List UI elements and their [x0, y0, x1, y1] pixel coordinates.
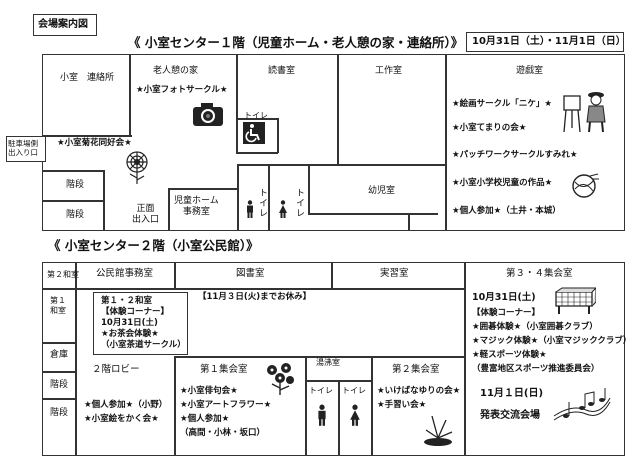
reading-room: 読書室: [268, 66, 296, 76]
storage-room: 倉庫: [50, 350, 69, 360]
washitsu-1: 第１ 和室: [50, 296, 66, 315]
toilet-2f-b: トイレ: [342, 386, 366, 395]
callout-line-5: （小室茶道サークル）: [101, 340, 186, 350]
children-office: 児童ホーム 事務室: [174, 196, 219, 217]
floor2-outline: [42, 262, 625, 456]
nov1-date: 11月１日(日): [480, 388, 544, 399]
hall34-event-5: ★軽スポーツ体験★: [472, 350, 547, 360]
hall-1: 第１集会室: [200, 364, 248, 375]
hall-2: 第２集会室: [392, 364, 440, 375]
practice-room: 実習室: [380, 268, 409, 279]
man-icon: [247, 200, 253, 218]
ikebana-icon: [424, 415, 453, 446]
hall34-event-4: ★マジック体験★（小室マジッククラブ）: [472, 336, 632, 346]
stairs-1f-a: 階段: [66, 180, 85, 190]
hall34-event-1: 10月31日(土): [472, 292, 536, 303]
dates-box: [466, 32, 624, 52]
library-closed-note: 【11月３日(火)までお休み】: [198, 292, 312, 302]
toilet-2f-a: トイレ: [309, 386, 333, 395]
elder-house: 老人憩の家: [153, 66, 199, 76]
hall2-event-1: ★いけばなゆりの会★: [377, 386, 461, 396]
hall2-event-2: ★手習い会★: [377, 400, 427, 410]
washitsu-callout: [93, 292, 188, 355]
toilet-1f-a: トイレ: [257, 188, 267, 218]
music-notes-icon: [553, 388, 611, 421]
play-event-3: ★パッチワークサークルすみれ★: [452, 150, 578, 160]
floor2-title: 《 小室センター２階（小室公民館）》: [48, 238, 259, 253]
camera-icon: [193, 103, 223, 126]
hall34-event-2: 【体験コーナー】: [472, 308, 541, 318]
hall1-event-2: ★小室アートフラワー★: [180, 400, 272, 410]
play-event-5: ★個人参加★（土井・本城）: [452, 206, 561, 216]
lobby-2f: ２階ロビー: [92, 364, 140, 375]
hall34-event-3: ★囲碁体験★（小室囲碁クラブ）: [472, 322, 598, 332]
callout-line-2: 【体験コーナー】: [101, 307, 170, 317]
parking-entry-box: [6, 136, 46, 162]
main-entrance: 正面 出入口: [132, 204, 160, 225]
painter-icon: [563, 92, 606, 133]
photo-circle: ★小室フォトサークル★: [136, 85, 228, 95]
hall-3-4: 第３・４集会室: [506, 268, 573, 279]
exchange-venue: 発表交流会場: [480, 410, 540, 421]
callout-line-1: 第１・２和室: [101, 296, 153, 306]
temari-ball-icon: [572, 173, 599, 198]
play-event-2: ★小室てまりの会★: [452, 123, 527, 133]
toilet-label: トイレ: [244, 111, 268, 120]
lobby-event-1: ★個人参加★（小野）: [84, 400, 168, 410]
callout-line-3: 10月31日(土): [101, 318, 158, 328]
hall1-event-1: ★小室俳句会★: [180, 386, 238, 396]
woman-icon: [279, 200, 287, 218]
workshop: 工作室: [375, 66, 403, 76]
community-office: 公民館事務室: [96, 268, 154, 279]
lobby-event-2: ★小室絵をかく会★: [84, 414, 159, 424]
hall34-event-6: （豊富地区スポーツ推進委員会）: [472, 364, 600, 374]
liaison-office: 小室 連絡所: [60, 73, 115, 83]
kindergarten-room: 幼児室: [368, 186, 396, 196]
flower-icon: [267, 363, 294, 395]
guide-label-box: [33, 14, 97, 36]
library-room: 図書室: [236, 268, 265, 279]
parking-entry: 駐車場側 出入り口: [8, 139, 38, 157]
event-dates: 10月31日（土）・11月1日（日）: [472, 36, 626, 47]
stairs-1f-b: 階段: [66, 210, 85, 220]
toilet-1f-b: トイレ: [294, 188, 304, 218]
woman-icon-2f: [350, 404, 360, 426]
floor1-title: 《 小室センター１階（児童ホーム・老人憩の家・連絡所）》: [128, 35, 464, 50]
man-icon-2f: [318, 404, 326, 426]
play-event-4: ★小室小学校児童の作品★: [452, 178, 553, 188]
wheelchair-icon: [243, 122, 265, 144]
callout-line-4: ★お茶会体験★: [101, 329, 159, 339]
hall1-event-3: ★個人参加★: [180, 414, 230, 424]
stairs-2f-b: 階段: [50, 408, 69, 418]
play-room: 遊戯室: [516, 66, 544, 76]
go-board-icon: [555, 287, 596, 314]
guide-label: 会場案内図: [38, 19, 88, 30]
stairs-2f-a: 階段: [50, 380, 69, 390]
chrysanthemum-icon: [126, 151, 148, 184]
washitsu-2: 第２和室: [47, 270, 79, 279]
chrysanthemum-club: ★小室菊花同好会★: [57, 138, 132, 148]
hot-water-room: 湯沸室: [316, 358, 340, 367]
play-event-1: ★絵画サークル「ニケ」★: [452, 99, 552, 109]
hall1-event-4: （高間・小林・坂口）: [180, 428, 266, 438]
